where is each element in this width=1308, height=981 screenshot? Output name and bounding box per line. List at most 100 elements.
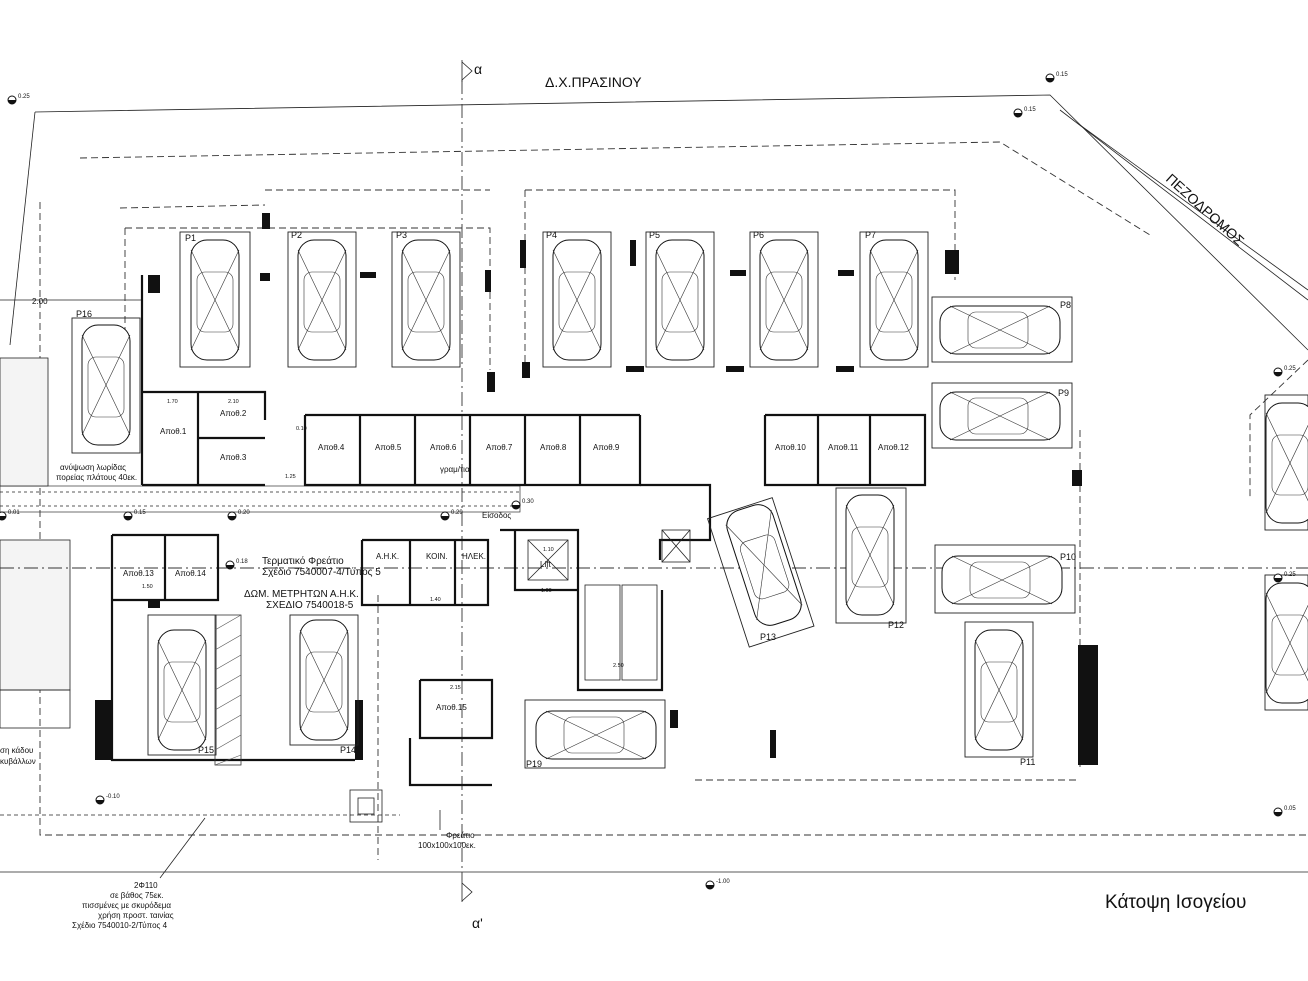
parking-label: P19 (526, 759, 542, 769)
level-value: 0.25 (18, 94, 30, 100)
level-value: 0.25 (1284, 572, 1296, 578)
parking-labels: P1 P2 P3 P4 P5 P6 P7 P8 P9 P10 P11 P12 P… (76, 230, 1076, 769)
level-marker: 0.15 (1045, 72, 1068, 83)
level-value: 0.15 (134, 510, 146, 516)
parking-label: P3 (396, 230, 407, 240)
level-value: 0.29 (451, 510, 463, 516)
parking-label: P11 (1020, 757, 1035, 767)
parking-label: P15 (198, 745, 214, 755)
car-symbol (190, 239, 240, 361)
level-value: -0.10 (106, 794, 120, 800)
level-marker: 0.05 (1273, 806, 1296, 817)
level-marker: 0.30 (511, 499, 534, 510)
car-symbol (869, 239, 919, 361)
level-marker: 0.15 (123, 510, 146, 521)
car-symbol (401, 239, 451, 361)
parking-label: P13 (760, 632, 776, 642)
storage-label: Αποθ.15 (436, 703, 467, 712)
storage-label: Αποθ.2 (220, 409, 247, 418)
storage-label: Αποθ.9 (593, 443, 620, 452)
section-mark-top: α (474, 61, 482, 77)
car-symbol (535, 710, 657, 760)
parking-label: P10 (1060, 552, 1076, 562)
dimension-label: 1.40 (430, 597, 441, 603)
parking-label: P6 (753, 230, 764, 240)
room-label-ilek: ΗΛΕΚ. (462, 552, 486, 561)
level-marker: 0.01 (0, 510, 20, 521)
parking-label: P8 (1060, 300, 1071, 310)
level-marker: 0.29 (440, 510, 463, 521)
room-label-koin: ΚΟΙΝ. (426, 552, 448, 561)
storage-label: Αποθ.1 (160, 427, 187, 436)
car-symbol (299, 619, 349, 741)
car-symbol (974, 629, 1024, 751)
parking-label: P7 (865, 230, 876, 240)
dimension-label: 1.00 (541, 588, 552, 594)
storage-label: Αποθ.7 (486, 443, 513, 452)
street-name-top: Δ.Χ.ΠΡΑΣΙΝΟΥ (545, 74, 642, 90)
car-symbol (759, 239, 809, 361)
pipe-note: Σχέδιο 7540010-2/Τύπος 4 (72, 921, 168, 930)
level-value: 0.01 (8, 510, 20, 516)
level-value: 0.20 (238, 510, 250, 516)
plan-title: Κάτοψη Ισογείου (1105, 892, 1246, 913)
level-value: -1.00 (716, 879, 730, 885)
storage-label: Αποθ.3 (220, 453, 247, 462)
dimension-label: 1.10 (543, 547, 554, 553)
car-symbol (81, 324, 131, 446)
dimension-labels: 1.70 2.10 1.25 1.50 1.40 1.10 1.00 2.50 … (142, 399, 624, 691)
car-symbol (725, 504, 803, 626)
storage-label: Αποθ.4 (318, 443, 345, 452)
car-symbol (939, 305, 1061, 355)
terminal-pit-drawing: Σχέδιο 7540007-4/Τύπος 5 (262, 566, 381, 578)
parking-label: P16 (76, 309, 92, 319)
dimension-label: 1.25 (285, 474, 296, 480)
car-symbol (655, 239, 705, 361)
parking-label: P5 (649, 230, 660, 240)
stair-flight (584, 584, 658, 681)
dimension-label: 2.50 (613, 663, 624, 669)
bin-note: ση κάδου (0, 746, 33, 755)
storage-label: Αποθ.13 (123, 569, 154, 578)
level-marker: -0.10 (95, 794, 120, 805)
dimension-label: 2.00 (32, 297, 48, 306)
level-value: 0.05 (1284, 806, 1296, 812)
room-label-ahk: Α.Η.Κ. (376, 552, 399, 561)
car-symbol (941, 555, 1063, 605)
level-value: 0.30 (522, 499, 534, 505)
level-marker: 0.25 (7, 94, 30, 105)
level-markers: 0.25 0.15 0.15 0.01 0.15 0.20 0.29 0.30 0.18 -0.1… (0, 72, 1296, 890)
storage-label: Αποθ.5 (375, 443, 402, 452)
car-symbols (81, 239, 1308, 760)
dimension-label: 2.15 (450, 685, 461, 691)
meter-room-label: ΔΩΜ. ΜΕΤΡΗΤΩΝ Α.Η.Κ. (244, 589, 359, 600)
level-marker: 0.15 (1013, 107, 1036, 118)
storage-label: Αποθ.10 (775, 443, 806, 452)
level-value: 0.18 (236, 559, 248, 565)
level-marker: 0.18 (225, 559, 248, 570)
parking-label: P14 (340, 745, 356, 755)
curb-note: πορείας πλάτους 40εκ. (56, 473, 137, 482)
car-symbol (1265, 402, 1308, 524)
pipe-note: σε βάθος 75εκ. (110, 891, 164, 900)
terminal-pit-label: Τερματικό Φρεάτιο (262, 555, 344, 567)
car-symbol (845, 494, 895, 616)
dimension-label: 1.70 (167, 399, 178, 405)
dimension-label: 2.10 (228, 399, 239, 405)
pipe-note: 2Φ110 (134, 881, 158, 890)
storage-label: Αποθ.8 (540, 443, 567, 452)
section-mark-bottom: α' (472, 915, 483, 931)
entrance-label: Είσοδος (482, 511, 511, 520)
curb-note: ανύψωση λωρίδας (60, 463, 126, 472)
level-marker: 0.25 (1273, 572, 1296, 583)
pit-size: 100x100x100εκ. (418, 841, 476, 850)
car-symbol (157, 629, 207, 751)
car-symbol (1265, 582, 1308, 704)
dimension-label: 0.10 (296, 426, 307, 432)
pipe-note: πισσμένες με σκυρόδεμα (82, 901, 171, 910)
parking-label: P4 (546, 230, 557, 240)
parking-label: P12 (888, 620, 904, 630)
level-value: 0.15 (1056, 72, 1068, 78)
level-marker: -1.00 (705, 879, 730, 890)
